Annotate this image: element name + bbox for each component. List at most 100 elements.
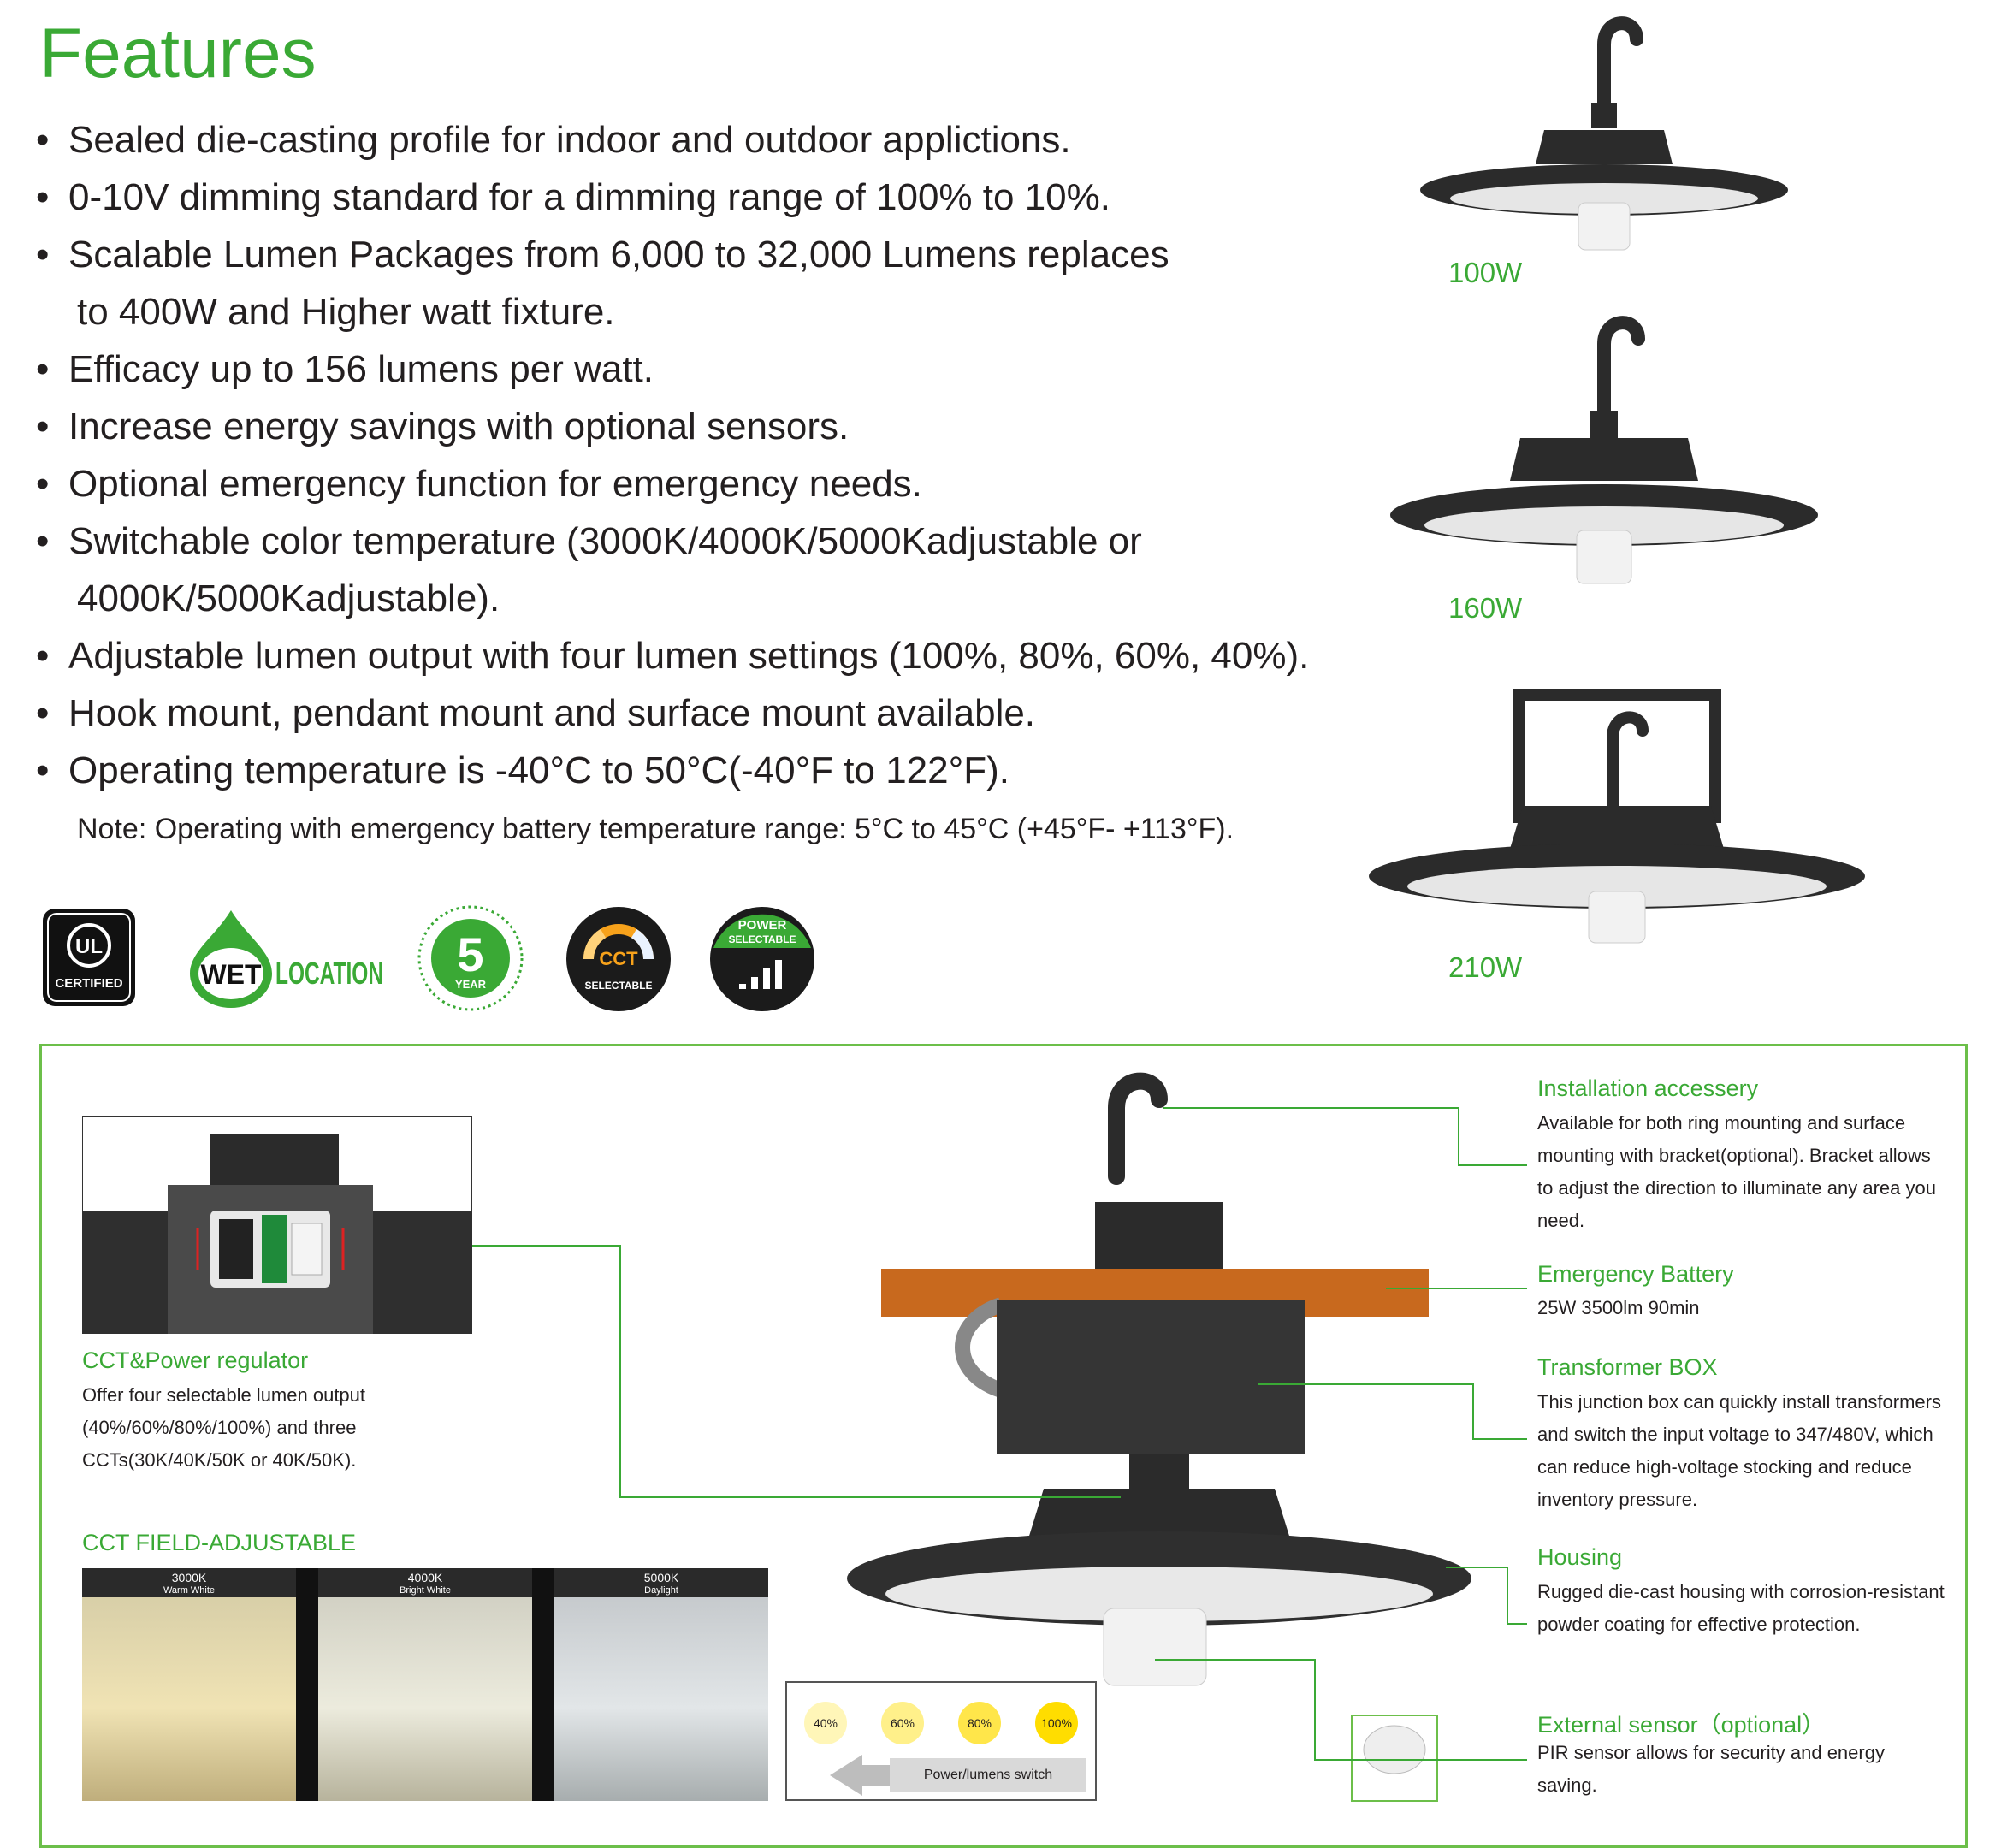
transformer-heading: Transformer BOX <box>1537 1354 1718 1380</box>
sensor-heading: External sensor（optional） <box>1537 1712 1826 1738</box>
power-bar-1 <box>739 984 746 989</box>
lamp-160w-label: 160W <box>1448 592 1523 624</box>
arrow-left-icon <box>830 1755 891 1796</box>
lamp-100w-image <box>1420 16 1788 251</box>
transformer-box <box>997 1300 1305 1454</box>
ul-badge-bg <box>43 909 135 1006</box>
bullet: • <box>36 176 50 218</box>
heatsink <box>1536 130 1673 164</box>
cct-field-heading: CCT FIELD-ADJUSTABLE <box>82 1530 357 1555</box>
sensor-desc: PIR sensor allows for security and energ… <box>1537 1742 1885 1796</box>
installation-desc: Available for both ring mounting and sur… <box>1537 1112 1936 1231</box>
feature-item: • Optional emergency function for emergen… <box>33 455 1350 512</box>
installation-heading: Installation accessery <box>1537 1075 1759 1101</box>
lamp-lens <box>1450 183 1758 214</box>
lumen-level-100: 100% <box>1035 1702 1078 1744</box>
feature-text: Operating temperature is -40°C to 50°C(-… <box>68 749 1009 791</box>
cct-temp: 4000K <box>407 1571 443 1584</box>
lumen-level-80: 80% <box>958 1702 1001 1744</box>
cct-arc-mid <box>583 928 607 960</box>
lamp-210w-image <box>1369 689 1865 944</box>
bullet: • <box>36 348 50 390</box>
feature-text: Optional emergency function for emergenc… <box>68 463 922 505</box>
feature-text: Sealed die-casting profile for indoor an… <box>68 119 1071 161</box>
feature-text: Increase energy savings with optional se… <box>68 406 850 447</box>
feature-item: • Adjustable lumen output with four lumen… <box>33 627 1350 684</box>
bullet: • <box>36 463 50 505</box>
ul-badge-frame <box>47 913 131 1002</box>
cct-name: Daylight <box>644 1585 678 1596</box>
bracket <box>1513 689 1721 823</box>
bullet: • <box>36 749 50 791</box>
feature-item: • Efficacy up to 156 lumens per watt. <box>33 341 1350 398</box>
regulator-closeup-image <box>82 1116 472 1334</box>
power-lumens-switch-label: Power/lumens switch <box>890 1758 1086 1792</box>
cct-temp: 5000K <box>643 1571 679 1584</box>
feature-text: Scalable Lumen Packages from 6,000 to 32… <box>68 234 1169 275</box>
heatsink <box>1510 806 1724 849</box>
power-bar-2 <box>751 977 758 989</box>
cct-temp: 3000K <box>171 1571 207 1584</box>
sensor <box>1103 1608 1207 1686</box>
hook-icon <box>1597 316 1645 432</box>
feature-text: 0-10V dimming standard for a dimming ran… <box>68 176 1110 218</box>
housing-lens <box>885 1567 1433 1621</box>
feature-item: •Sealed die-casting profile for indoor a… <box>33 111 1350 169</box>
ul-certified-text: CERTIFIED <box>55 976 122 991</box>
battery-heading: Emergency Battery <box>1537 1261 1734 1287</box>
bullet: • <box>36 635 50 677</box>
lamp-100w-label: 100W <box>1448 257 1523 288</box>
feature-text-continued: to 400W and Higher watt fixture. <box>77 291 615 333</box>
feature-text: Adjustable lumen output with four lumen … <box>68 635 1310 677</box>
lamp-lens <box>1407 866 1827 907</box>
feature-text-continued: 4000K/5000Kadjustable). <box>77 578 500 619</box>
power-badge-top <box>713 914 811 948</box>
drop-inner <box>198 948 263 999</box>
housing-heading: Housing <box>1537 1544 1623 1570</box>
location-text: LOCATION <box>275 956 383 991</box>
lumen-switch-diagram: 40% 60% 80% 100% Power/lumens switch <box>785 1681 1097 1801</box>
power-switch <box>219 1219 253 1279</box>
cct-name: Bright White <box>400 1585 451 1596</box>
cct-selectable-badge: CCT SELECTABLE <box>566 907 671 1011</box>
features-title: Features <box>39 15 317 92</box>
wet-text: WET <box>200 959 262 990</box>
housing-desc: Rugged die-cast housing with corrosion-r… <box>1537 1581 1945 1635</box>
ul-logo-ring <box>67 923 111 968</box>
wet-location-badge: WET LOCATION <box>190 910 383 1008</box>
feature-note: Note: Operating with emergency battery t… <box>77 813 1234 845</box>
transformer-desc: This junction box can quickly install tr… <box>1537 1391 1941 1510</box>
power-selectable-badge: POWER SELECTABLE <box>710 907 814 1011</box>
warranty-core <box>431 919 510 998</box>
feature-item: • Increase energy savings with optional s… <box>33 398 1350 455</box>
feature-text: Hook mount, pendant mount and surface mo… <box>68 692 1036 734</box>
features-list: • Sealed die-casting profile for indoor a… <box>33 111 1350 799</box>
ul-certified-badge: UL CERTIFIED <box>43 909 135 1006</box>
cct-name: Warm White <box>163 1585 216 1596</box>
feature-item: •Scalable Lumen Packages from 6,000 to 3… <box>33 226 1350 341</box>
feature-text: Efficacy up to 156 lumens per watt. <box>68 348 654 390</box>
conduit <box>955 1297 1004 1398</box>
sensor <box>1578 202 1631 251</box>
cct-switch <box>262 1215 287 1283</box>
warranty-number: 5 <box>457 927 483 981</box>
feature-text: Switchable color temperature (3000K/4000… <box>68 520 1142 562</box>
battery-desc: 25W 3500lm 90min <box>1537 1297 1700 1318</box>
cct-arc-cool <box>631 928 654 960</box>
hook-icon <box>1607 711 1649 820</box>
bullet: • <box>36 406 50 447</box>
feature-item: •Hook mount, pendant mount and surface m… <box>33 684 1350 742</box>
lamp-210w-label: 210W <box>1448 951 1523 983</box>
heatsink <box>1027 1489 1292 1544</box>
feature-item: • Operating temperature is -40°C to 50°C(… <box>33 742 1350 799</box>
sensor <box>1588 891 1646 944</box>
cct-sub-text: SELECTABLE <box>584 980 652 992</box>
sensor <box>1576 530 1632 584</box>
warranty-unit: YEAR <box>455 978 487 991</box>
heatsink <box>1510 438 1698 481</box>
